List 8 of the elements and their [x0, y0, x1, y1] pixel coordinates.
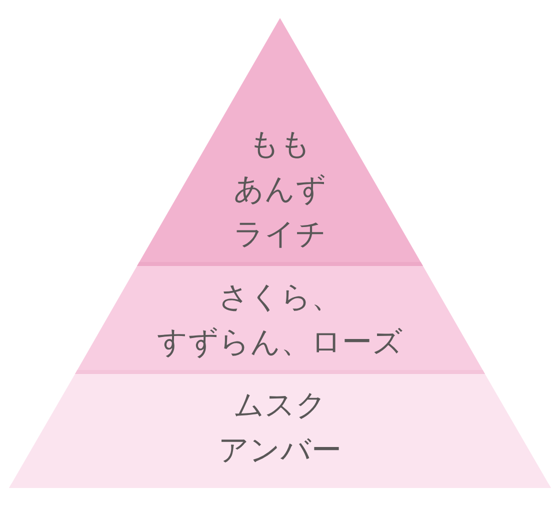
note-label: ムスク	[234, 387, 326, 425]
pyramid-top-triangle	[137, 18, 423, 266]
note-label: さくら、すずらん、ローズ	[156, 279, 404, 362]
note-label: あんず	[234, 171, 326, 209]
pyramid-middle-band	[75, 266, 485, 374]
note-label: アンバー	[218, 432, 342, 470]
note-label: ライチ	[234, 216, 326, 254]
note-label: もも	[249, 126, 311, 164]
